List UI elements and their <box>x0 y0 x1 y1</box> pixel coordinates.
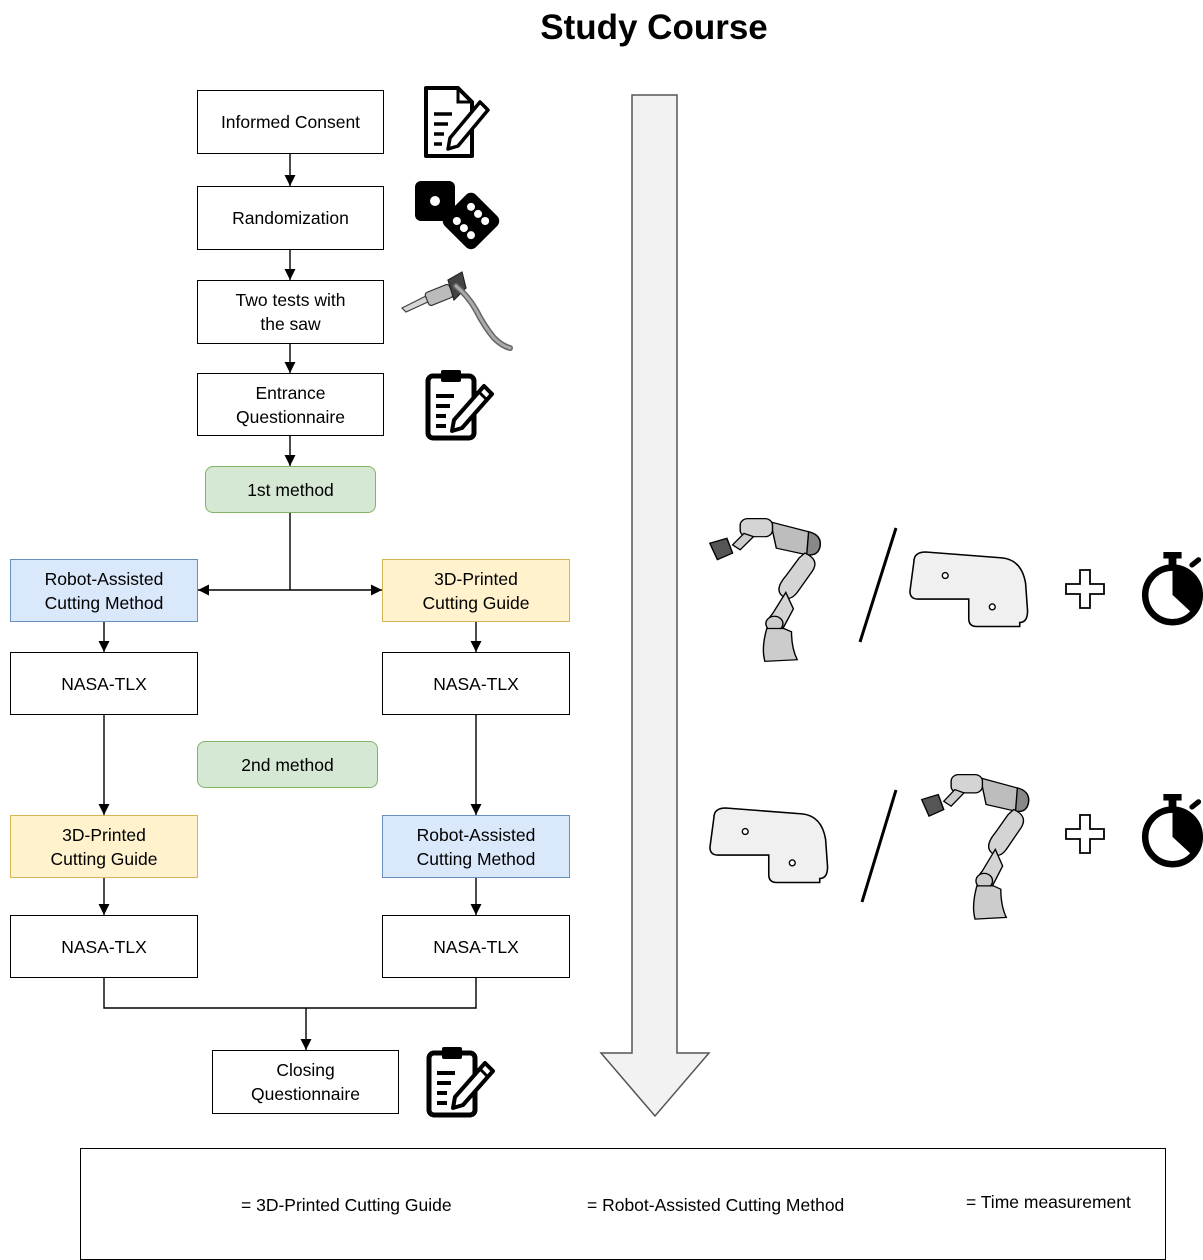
box-label: NASA-TLX <box>61 673 147 694</box>
box-label: Entrance <box>255 382 326 403</box>
box-label: Cutting Guide <box>422 592 530 613</box>
guide-method-box-second: 3D-Printed Cutting Guide <box>10 815 198 878</box>
robot-method-box-second: Robot-Assisted Cutting Method <box>382 815 570 878</box>
box-label: 1st method <box>247 479 334 500</box>
legend-time-label: = Time measurement <box>966 1192 1131 1212</box>
clipboard-pen-icon <box>428 370 492 438</box>
plus-icon <box>1065 569 1105 609</box>
document-pen-icon <box>424 86 490 158</box>
box-label: NASA-TLX <box>61 936 147 957</box>
saw-tests-box: Two tests with the saw <box>197 280 384 344</box>
plus-icon <box>1065 814 1105 854</box>
nasa-tlx-box: NASA-TLX <box>10 652 198 715</box>
box-label: Questionnaire <box>251 1084 360 1104</box>
closing-questionnaire-box: Closing Questionnaire <box>212 1050 399 1114</box>
informed-consent-box: Informed Consent <box>197 90 384 154</box>
box-label: Robot-Assisted <box>44 568 164 589</box>
legend-guide-label: = 3D-Printed Cutting Guide <box>241 1195 452 1215</box>
box-label: Cutting Guide <box>50 848 158 869</box>
cutting-guide-icon <box>709 807 829 884</box>
stopwatch-icon <box>1145 794 1200 864</box>
nasa-tlx-box: NASA-TLX <box>10 915 198 978</box>
dice-icon <box>415 181 500 250</box>
box-label: NASA-TLX <box>433 936 519 957</box>
diagram-title: Study Course <box>540 8 768 47</box>
box-label: Randomization <box>232 208 349 228</box>
connector <box>103 977 477 1009</box>
robot-arm-icon <box>709 517 821 663</box>
box-label: 2nd method <box>241 754 334 775</box>
legend: = 3D-Printed Cutting Guide = Robot-Assis… <box>80 1148 1166 1260</box>
box-label: Robot-Assisted <box>416 824 536 845</box>
box-label: the saw <box>260 314 321 334</box>
guide-method-box-first: 3D-Printed Cutting Guide <box>382 559 570 622</box>
legend-robot-label: = Robot-Assisted Cutting Method <box>587 1195 845 1215</box>
box-label: 3D-Printed <box>62 824 146 845</box>
second-method-box: 2nd method <box>197 741 378 788</box>
cutting-guide-icon <box>909 551 1029 628</box>
stopwatch-icon <box>1145 552 1200 622</box>
box-label: Questionnaire <box>236 406 345 427</box>
box-label: Informed Consent <box>220 112 361 132</box>
nasa-tlx-box: NASA-TLX <box>382 915 570 978</box>
slash-divider <box>858 527 898 643</box>
box-label: NASA-TLX <box>433 673 519 694</box>
box-label: Cutting Method <box>44 592 164 613</box>
box-label: Closing <box>276 1060 335 1080</box>
randomization-box: Randomization <box>197 186 384 250</box>
robot-method-box-first: Robot-Assisted Cutting Method <box>10 559 198 622</box>
robot-arm-icon <box>920 773 1030 920</box>
entrance-questionnaire-box: Entrance Questionnaire <box>197 373 384 436</box>
box-label: Cutting Method <box>416 848 536 869</box>
box-label: Two tests with <box>235 290 346 310</box>
slash-divider <box>860 789 898 903</box>
box-label: 3D-Printed <box>434 568 518 589</box>
surgical-saw-icon <box>400 271 513 351</box>
nasa-tlx-box: NASA-TLX <box>382 652 570 715</box>
first-method-box: 1st method <box>205 466 376 513</box>
clipboard-pen-icon <box>429 1047 493 1115</box>
time-arrow <box>599 94 711 1118</box>
